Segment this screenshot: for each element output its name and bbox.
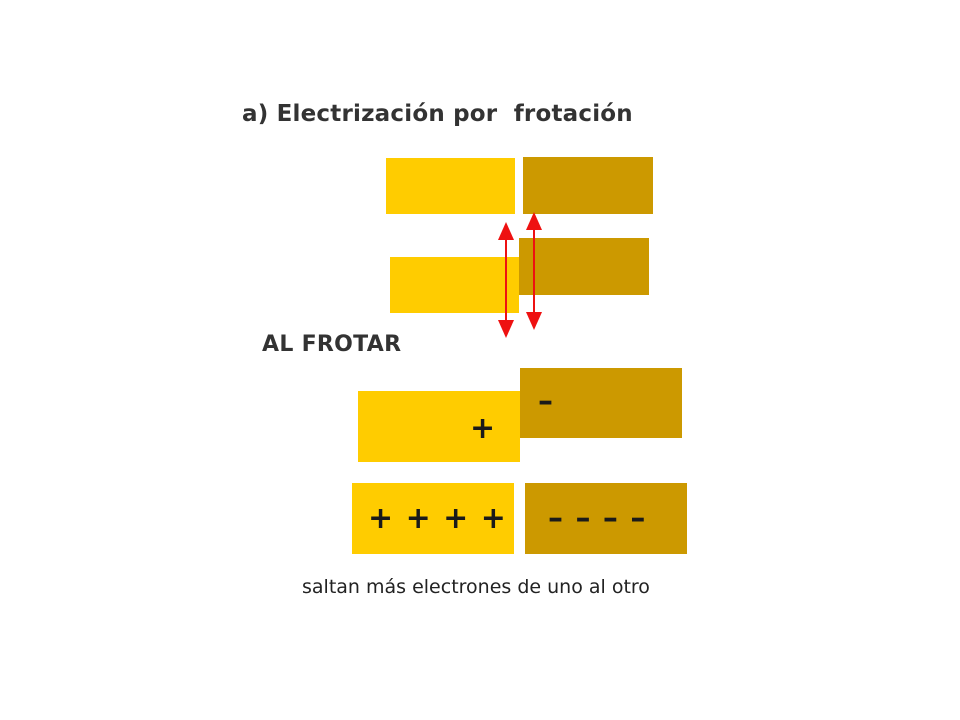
material-a-slight-charge	[358, 391, 520, 462]
rubbing-label: AL FROTAR	[262, 332, 402, 357]
material-b-rubbing	[519, 238, 649, 295]
positive-charges-label: + + + +	[368, 501, 507, 536]
positive-charge-label: +	[470, 411, 496, 446]
material-b-slight-charge	[520, 368, 682, 438]
arrowhead-down-left	[498, 320, 514, 338]
negative-charges-label: – – – –	[548, 501, 647, 536]
arrowhead-up-left	[498, 222, 514, 240]
material-a-before	[386, 158, 515, 214]
arrowhead-up-right	[526, 212, 542, 230]
diagram-caption: saltan más electrones de uno al otro	[302, 576, 650, 598]
material-b-charged	[525, 483, 687, 554]
rubbing-arrows	[498, 212, 542, 338]
material-a-charged	[352, 483, 514, 554]
arrowhead-down-right	[526, 312, 542, 330]
material-b-before	[523, 157, 653, 214]
negative-charge-label: –	[538, 384, 553, 419]
material-a-rubbing	[390, 257, 519, 313]
diagram-title: a) Electrización por frotación	[242, 101, 633, 127]
